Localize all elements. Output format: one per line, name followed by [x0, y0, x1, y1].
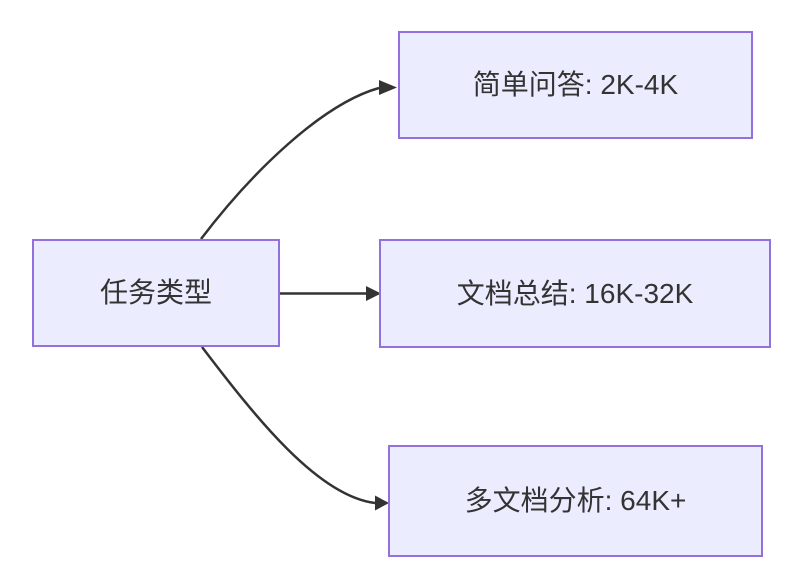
edge-root-to-simple-qa: [200, 86, 380, 240]
node-doc-summary: 文档总结: 16K-32K: [379, 239, 771, 348]
node-task-type-label: 任务类型: [99, 277, 212, 309]
node-task-type: 任务类型: [32, 239, 280, 347]
arrowhead-simple-qa-icon: [379, 80, 397, 95]
node-multi-doc-analysis: 多文档分析: 64K+: [388, 445, 763, 557]
node-simple-qa-label: 简单问答: 2K-4K: [472, 69, 679, 101]
arrowhead-doc-summary-icon: [366, 286, 381, 301]
node-simple-qa: 简单问答: 2K-4K: [398, 31, 753, 139]
node-multi-doc-analysis-label: 多文档分析: 64K+: [464, 485, 687, 517]
node-doc-summary-label: 文档总结: 16K-32K: [456, 277, 694, 309]
edge-root-to-multi-doc: [201, 346, 376, 505]
arrowhead-multi-doc-icon: [375, 495, 389, 511]
